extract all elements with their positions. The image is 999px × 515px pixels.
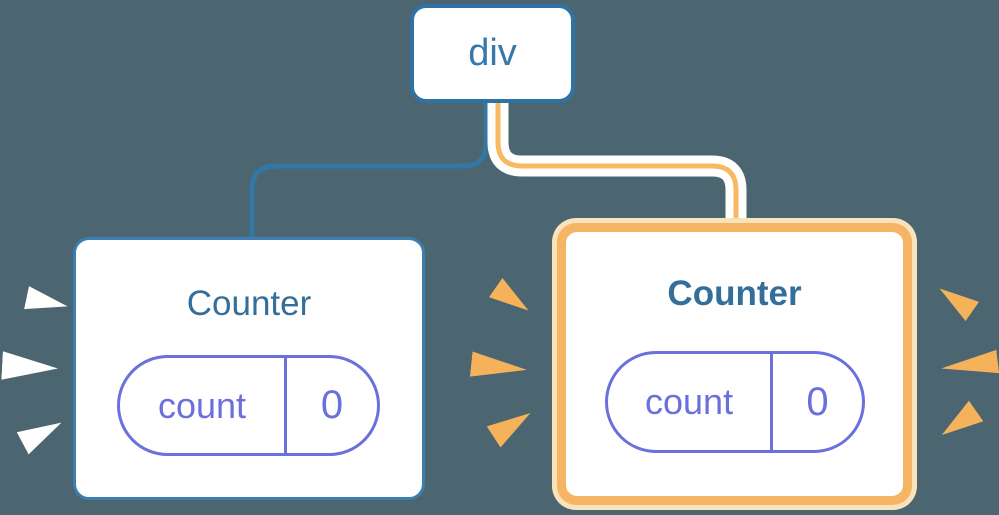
- state-value-right: 0: [806, 379, 829, 424]
- state-key-label-right: count: [608, 354, 774, 450]
- connector-orange-line: [495, 100, 739, 234]
- counter-title-left: Counter: [186, 284, 312, 323]
- state-key-label-left: count: [120, 358, 288, 453]
- highlight-glow: Counter count 0: [552, 218, 917, 510]
- state-pill-left: count 0: [117, 355, 380, 456]
- state-pill-right: count 0: [605, 351, 865, 453]
- connector-blue-line: [249, 100, 489, 240]
- state-value-left: 0: [320, 383, 344, 427]
- counter-card-left: Counter count 0: [73, 237, 425, 500]
- counter-card-right: Counter count 0: [566, 232, 903, 496]
- counter-title-right: Counter: [667, 274, 802, 313]
- tree-node-div-label: div: [468, 32, 517, 74]
- highlight-border: Counter count 0: [557, 223, 912, 505]
- tree-node-div: div: [410, 4, 575, 103]
